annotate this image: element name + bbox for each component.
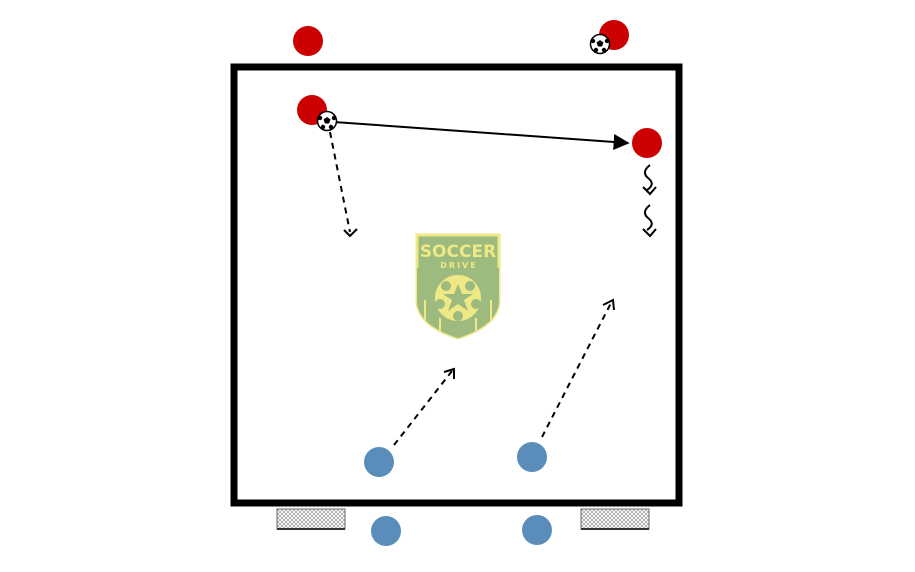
blue-player-defender-right xyxy=(517,442,547,472)
soccer-drive-logo: SOCCER DRIVE xyxy=(415,233,501,340)
run-arrow-red-passer xyxy=(329,131,351,233)
run-arrow-blue-left xyxy=(393,370,453,446)
goal-bottom-left xyxy=(276,508,346,530)
red-player-receiver xyxy=(632,128,662,158)
goal-bottom-right xyxy=(580,508,650,530)
soccer-ball-icon xyxy=(589,33,611,55)
blue-player-outside-right xyxy=(522,515,552,545)
pass-arrow xyxy=(333,121,630,150)
soccer-ball-icon xyxy=(316,110,338,132)
red-player-outside-left xyxy=(293,26,323,56)
blue-player-defender-left xyxy=(364,447,394,477)
logo-subtitle: DRIVE xyxy=(440,261,477,270)
logo-title: SOCCER xyxy=(420,242,496,262)
field-boundary xyxy=(230,63,683,507)
blue-player-outside-left xyxy=(371,516,401,546)
dribble-squiggle xyxy=(642,164,657,238)
run-arrow-blue-right xyxy=(541,302,612,438)
